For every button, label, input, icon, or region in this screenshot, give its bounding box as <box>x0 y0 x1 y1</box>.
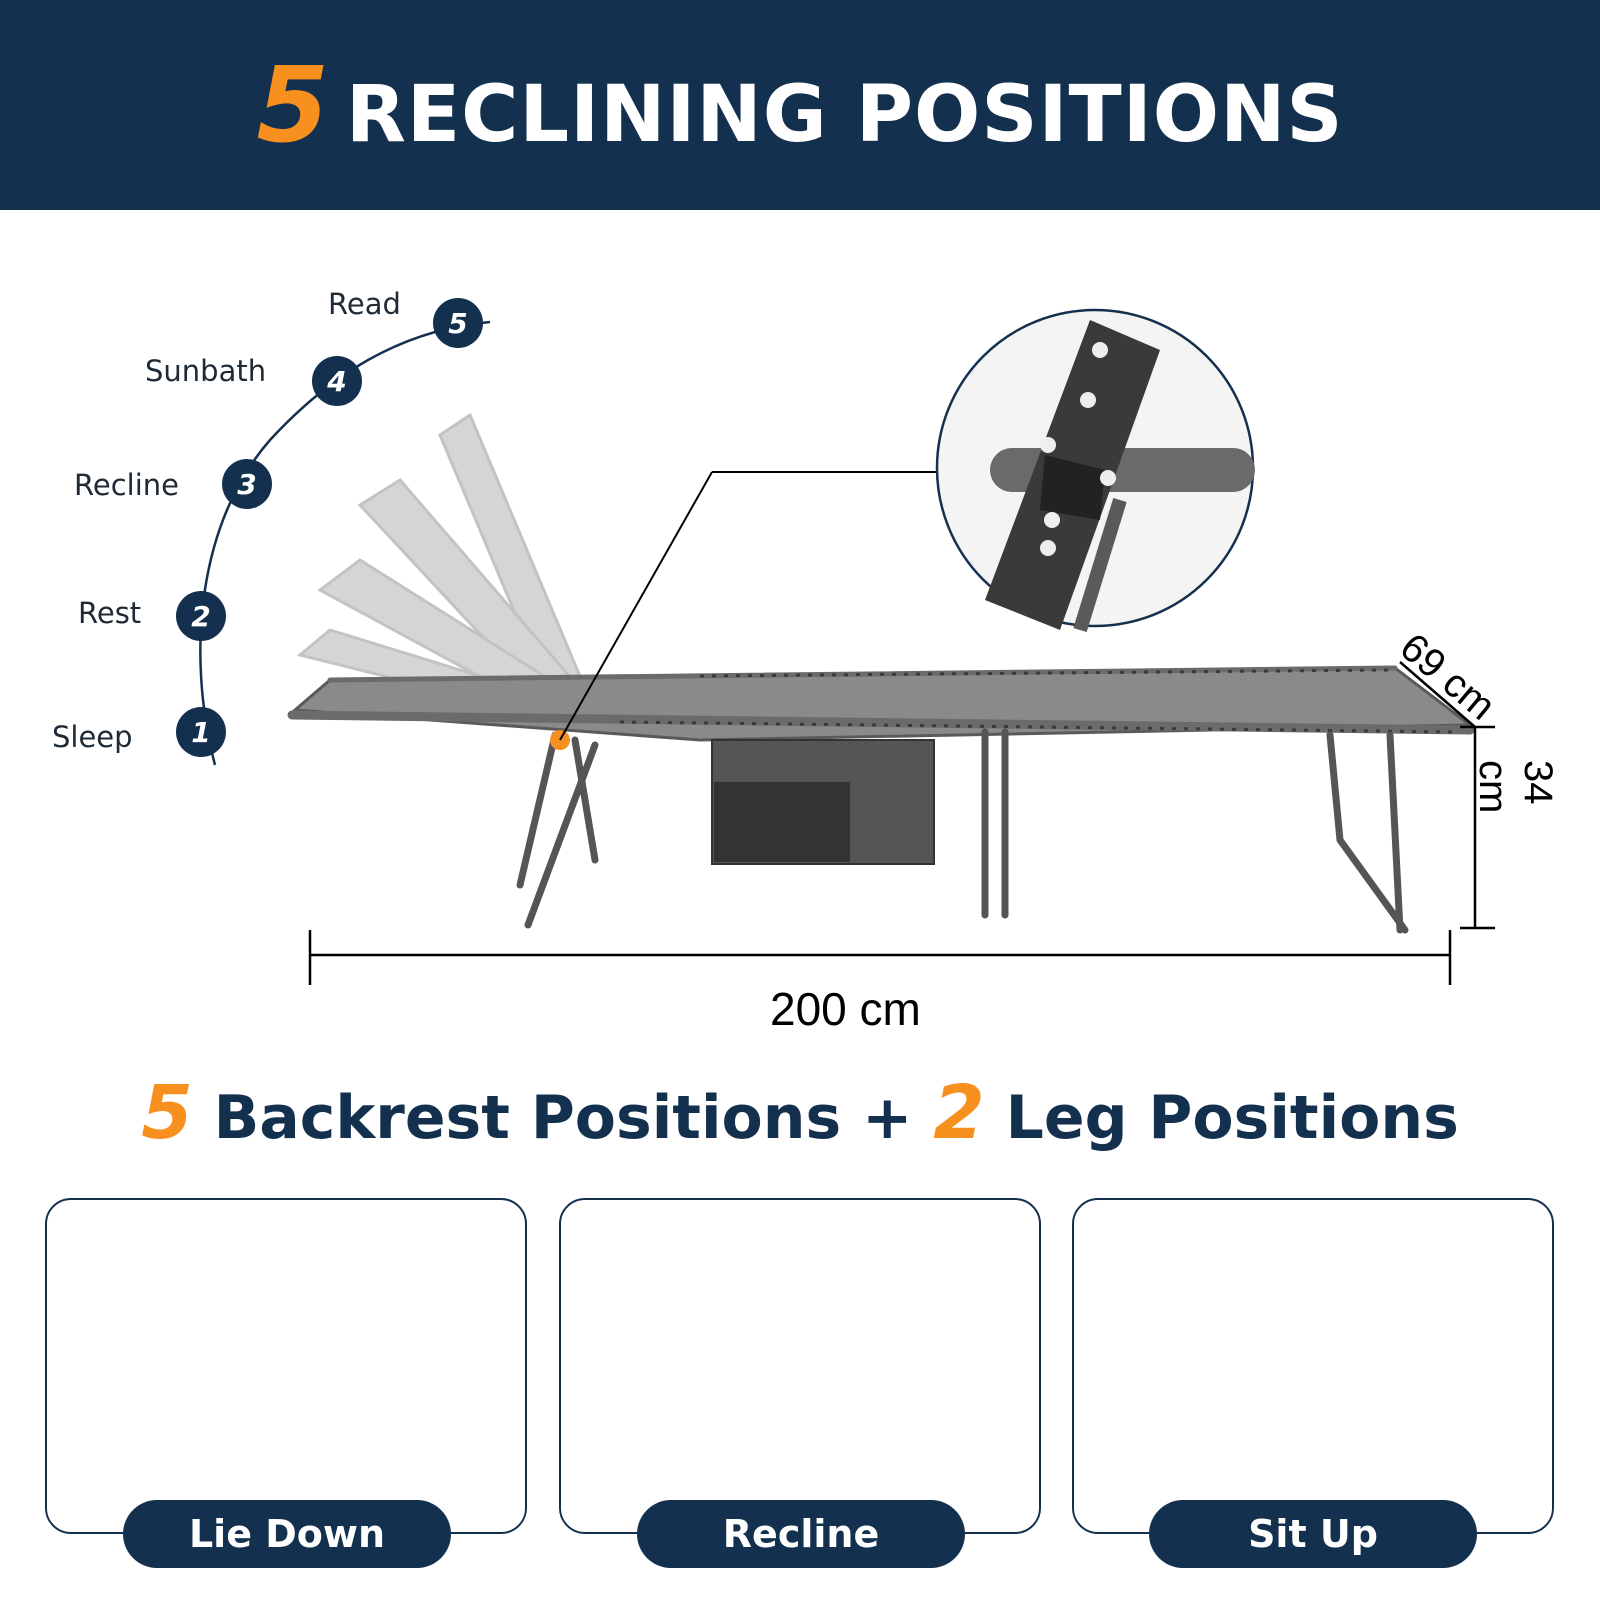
mode-label-recline: Recline <box>637 1500 965 1568</box>
cot-frame-rail <box>287 710 1475 735</box>
position-badge-4: 4 <box>312 356 362 406</box>
position-badge-1: 1 <box>176 707 226 757</box>
dimension-lines <box>308 661 1495 985</box>
mode-card-sit-up <box>1072 1198 1554 1534</box>
spring-ties <box>619 668 1461 734</box>
mode-card-lie-down <box>45 1198 527 1534</box>
banner-title: 5 RECLINING POSITIONS <box>256 44 1343 166</box>
leg-count: 2 <box>933 1070 985 1156</box>
position-badge-5: 5 <box>433 298 483 348</box>
backrest-text: Backrest Positions + <box>213 1083 913 1153</box>
leg-text: Leg Positions <box>1005 1083 1459 1153</box>
mode-label-lie-down: Lie Down <box>123 1500 451 1568</box>
position-badge-3: 3 <box>222 459 272 509</box>
position-label-recline: Recline <box>74 468 179 502</box>
mode-label-sit-up: Sit Up <box>1149 1500 1477 1568</box>
hinge-detail <box>935 308 1255 633</box>
cot-legs <box>516 728 1409 934</box>
position-label-sleep: Sleep <box>52 720 133 754</box>
mode-card-recline <box>559 1198 1041 1534</box>
position-label-sunbath: Sunbath <box>145 354 267 388</box>
position-label-rest: Rest <box>78 596 142 630</box>
position-badge-2: 2 <box>176 591 226 641</box>
dimension-length: 200 cm <box>770 983 921 1035</box>
dimension-height: 34 cm <box>1471 760 1560 814</box>
header-banner: 5 RECLINING POSITIONS <box>0 0 1600 210</box>
position-label-read: Read <box>328 287 401 321</box>
banner-number: 5 <box>256 44 330 166</box>
position-arc <box>199 320 491 766</box>
positions-subtitle: 5 Backrest Positions + 2 Leg Positions <box>0 1070 1600 1156</box>
ghost-backrests <box>296 412 595 723</box>
backrest-count: 5 <box>141 1070 193 1156</box>
banner-text: RECLINING POSITIONS <box>345 70 1344 160</box>
